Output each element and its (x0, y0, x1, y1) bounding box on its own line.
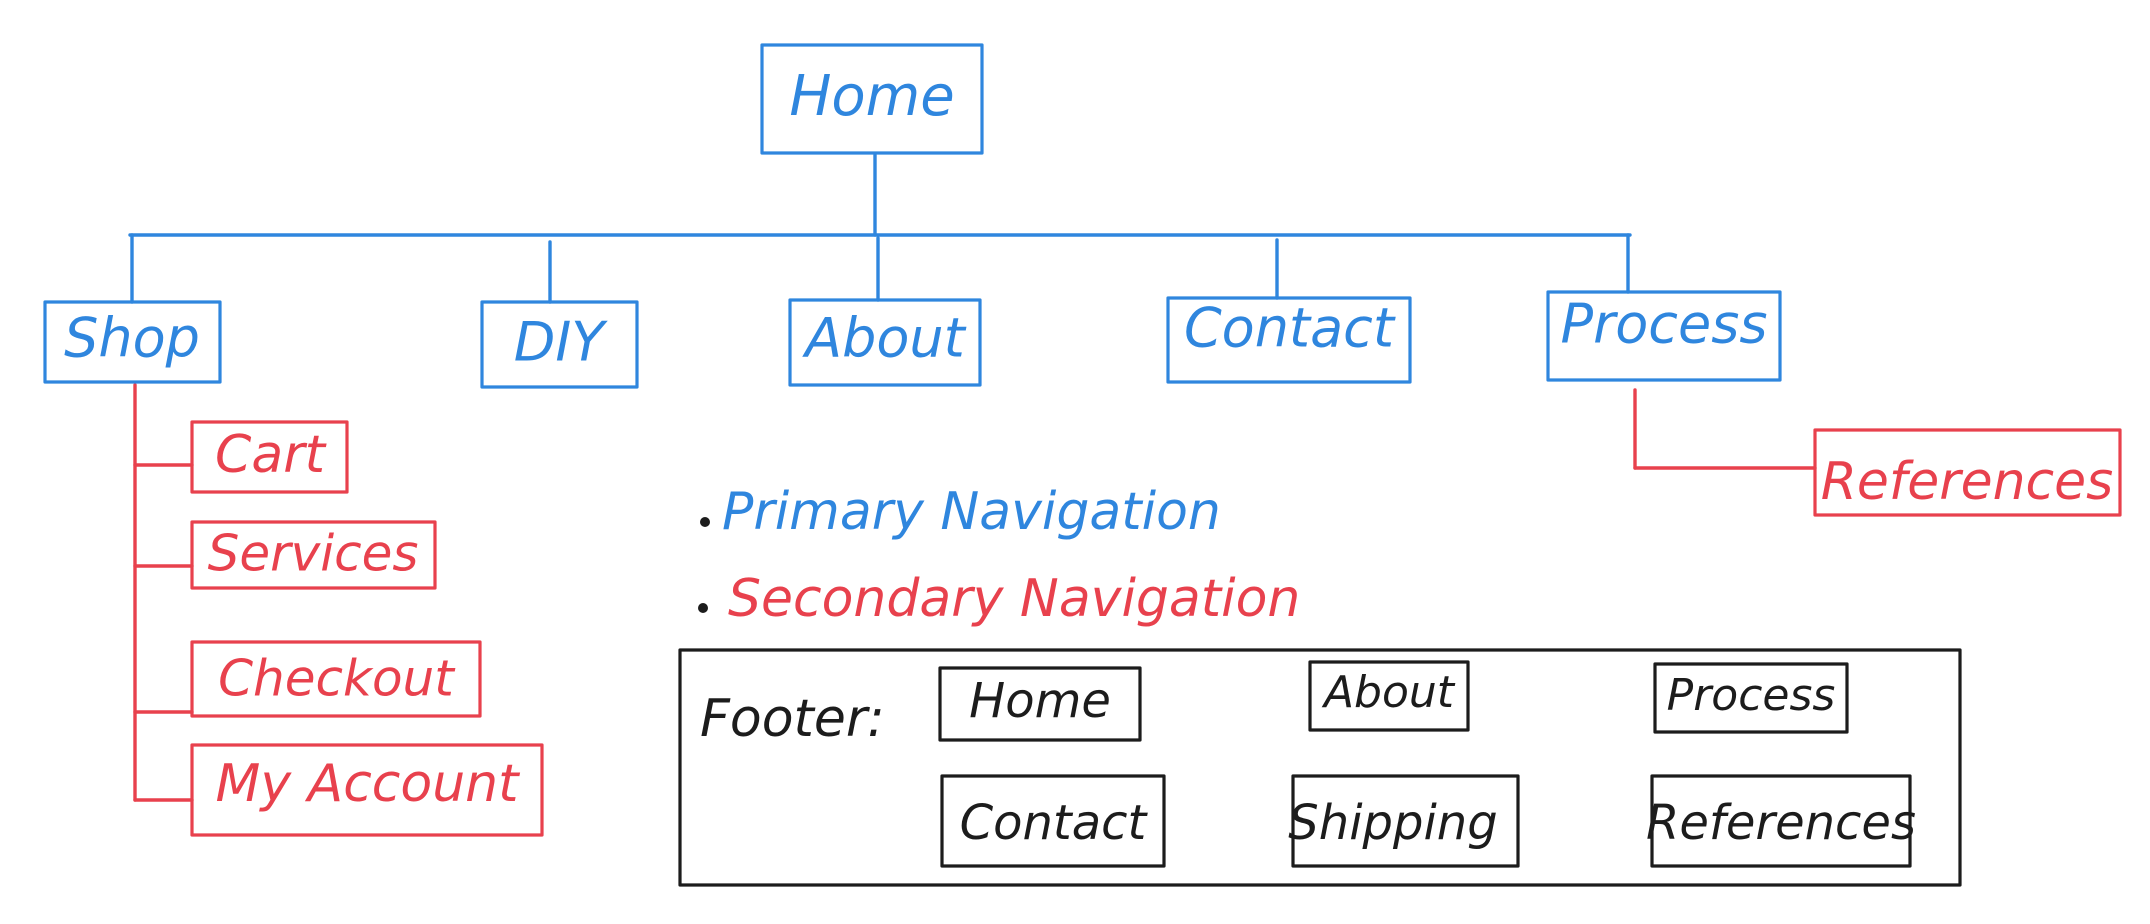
footer-item-shipping-label: Shipping (1288, 795, 1497, 851)
secondary-connectors (133, 383, 1817, 802)
node-shop-label: Shop (64, 307, 200, 370)
footer-item-home-box (938, 666, 1142, 742)
footer-panel-box (678, 648, 1962, 887)
node-my-account-box (190, 743, 544, 837)
node-shop-box (43, 300, 222, 384)
node-contact-label: Contact (1184, 297, 1396, 360)
legend-secondary-label: Secondary Navigation (728, 569, 1300, 629)
footer-item-contact: Contact (940, 774, 1166, 868)
footer-item-process-label: Process (1667, 670, 1836, 721)
footer-item-contact-box (940, 774, 1166, 868)
node-references-box (1813, 428, 2122, 517)
node-cart-label: Cart (215, 425, 327, 485)
node-cart-box (190, 420, 349, 494)
footer-item-shipping-box (1291, 774, 1520, 868)
node-my-account: My Account (190, 743, 544, 837)
footer-item-shipping: Shipping (1288, 774, 1520, 868)
node-diy-label: DIY (514, 311, 609, 374)
legend-primary-bullet (700, 517, 710, 527)
footer-item-home-label: Home (969, 673, 1111, 729)
node-process: Process (1546, 290, 1782, 382)
node-about-label: About (802, 307, 966, 370)
legend-secondary-bullet (698, 603, 708, 613)
node-contact-box (1166, 296, 1412, 384)
footer-title: Footer: (700, 689, 885, 749)
node-home-label: Home (789, 64, 954, 129)
node-services: Services (190, 520, 437, 590)
node-process-box (1546, 290, 1782, 382)
node-diy: DIY (480, 300, 639, 389)
footer-item-references: References (1646, 774, 1916, 868)
node-about: About (788, 298, 982, 387)
footer-item-references-label: References (1646, 795, 1916, 851)
footer-item-home: Home (938, 666, 1142, 742)
node-checkout-box (190, 640, 482, 718)
legend-primary-label: Primary Navigation (722, 482, 1221, 542)
node-checkout-label: Checkout (218, 650, 456, 708)
footer-panel: Footer: Home About Process Contact Shipp… (678, 648, 1962, 887)
node-diy-box (480, 300, 639, 389)
legend: Primary Navigation Secondary Navigation (698, 482, 1300, 629)
node-services-label: Services (208, 525, 419, 583)
node-references: References (1813, 428, 2122, 517)
node-home: Home (760, 43, 984, 155)
node-process-label: Process (1561, 293, 1768, 356)
footer-item-about: About (1308, 660, 1470, 732)
footer-item-process-box (1653, 662, 1849, 734)
primary-connectors (128, 153, 1632, 304)
footer-item-process: Process (1653, 662, 1849, 734)
node-references-label: References (1821, 452, 2113, 512)
node-my-account-label: My Account (215, 754, 520, 814)
node-services-box (190, 520, 437, 590)
footer-item-references-box (1650, 774, 1912, 868)
node-checkout: Checkout (190, 640, 482, 718)
footer-item-contact-label: Contact (960, 795, 1149, 851)
footer-item-about-label: About (1321, 667, 1456, 718)
node-contact: Contact (1166, 296, 1412, 384)
node-about-box (788, 298, 982, 387)
node-shop: Shop (43, 300, 222, 384)
footer-item-about-box (1308, 660, 1470, 732)
node-home-box (760, 43, 984, 155)
node-cart: Cart (190, 420, 349, 494)
